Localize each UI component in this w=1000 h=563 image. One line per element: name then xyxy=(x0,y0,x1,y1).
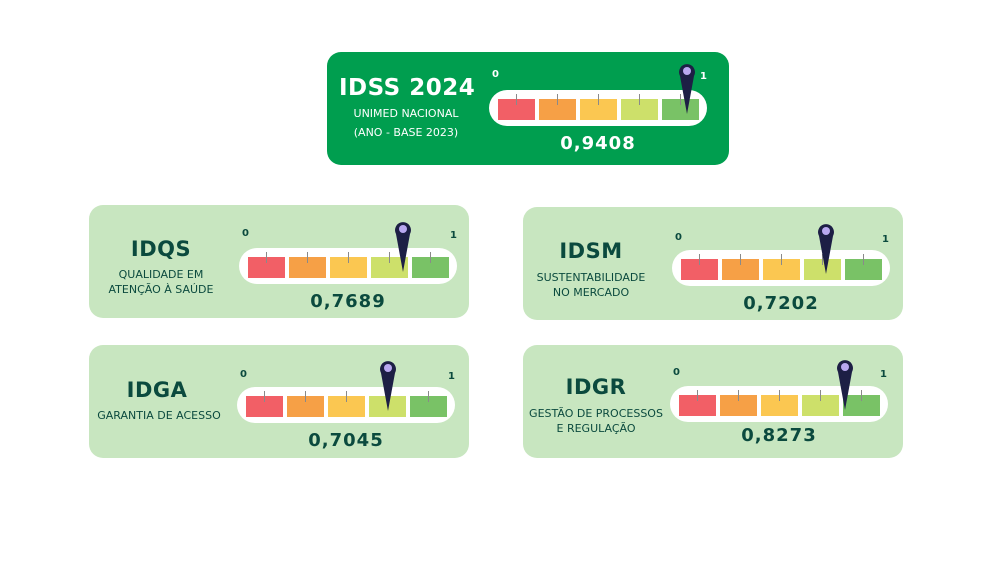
gauge-segment-green xyxy=(412,252,449,278)
idgr-card: IDGR GESTÃO DE PROCESSOS E REGULAÇÃO 0 1… xyxy=(523,345,903,458)
idss-subtitle-line1: UNIMED NACIONAL xyxy=(353,107,459,120)
scale-min-label: 0 xyxy=(242,228,249,239)
idqs-card: IDQS QUALIDADE EM ATENÇÃO À SAÚDE 0 1 0,… xyxy=(89,205,469,318)
gauge-segment-red xyxy=(681,254,718,280)
gauge-segment-orange xyxy=(289,252,326,278)
scale-min-label: 0 xyxy=(240,369,247,380)
map-pin-icon xyxy=(817,224,834,274)
scale-max-label: 1 xyxy=(880,369,887,380)
scale-max-label: 1 xyxy=(700,71,707,82)
idss-title: IDSS 2024 xyxy=(339,75,476,101)
gauge-segment-lime xyxy=(621,94,658,120)
scale-max-label: 1 xyxy=(448,371,455,382)
idqs-value: 0,7689 xyxy=(310,291,386,312)
scale-min-label: 0 xyxy=(675,232,682,243)
gauge-segment-lime xyxy=(371,252,408,278)
map-pin-icon xyxy=(679,64,696,114)
gauge-segment-green xyxy=(662,94,699,120)
gauge-segment-yellow xyxy=(761,390,798,416)
gauge-segment-red xyxy=(248,252,285,278)
gauge-segment-yellow xyxy=(328,391,365,417)
map-pin-icon xyxy=(379,361,396,411)
gauge-segment-yellow xyxy=(330,252,367,278)
idss-value: 0,9408 xyxy=(560,133,636,154)
scale-max-label: 1 xyxy=(882,234,889,245)
gauge-segment-orange xyxy=(287,391,324,417)
idqs-subtitle-line2: ATENÇÃO À SAÚDE xyxy=(108,283,214,296)
gauge-segment-lime xyxy=(802,390,839,416)
gauge-segment-red xyxy=(498,94,535,120)
idgr-subtitle-line1: GESTÃO DE PROCESSOS xyxy=(529,407,663,420)
scale-max-label: 1 xyxy=(450,230,457,241)
idqs-title: IDQS xyxy=(130,237,192,261)
gauge-segment-green xyxy=(843,390,880,416)
idsm-title: IDSM xyxy=(559,239,623,263)
scale-min-label: 0 xyxy=(673,367,680,378)
idga-title: IDGA xyxy=(126,378,188,402)
idga-value: 0,7045 xyxy=(308,430,384,451)
idsm-value: 0,7202 xyxy=(743,293,819,314)
gauge-segment-yellow xyxy=(763,254,800,280)
score-gauge xyxy=(672,224,890,286)
gauge-segment-yellow xyxy=(580,94,617,120)
gauge-segment-orange xyxy=(720,390,757,416)
idsm-subtitle-line1: SUSTENTABILIDADE xyxy=(536,271,646,284)
score-gauge xyxy=(670,360,888,422)
scale-min-label: 0 xyxy=(492,69,499,80)
idsm-subtitle-line2: NO MERCADO xyxy=(552,286,630,299)
idgr-subtitle-line2: E REGULAÇÃO xyxy=(556,422,636,435)
map-pin-icon xyxy=(837,360,854,410)
score-gauge xyxy=(239,222,457,284)
idsm-card: IDSM SUSTENTABILIDADE NO MERCADO 0 1 0,7… xyxy=(523,207,903,320)
gauge-segment-orange xyxy=(722,254,759,280)
idqs-subtitle-line1: QUALIDADE EM xyxy=(118,268,204,281)
idga-subtitle-line1: GARANTIA DE ACESSO xyxy=(97,409,221,422)
gauge-segment-green xyxy=(845,254,882,280)
idgr-title: IDGR xyxy=(565,375,627,399)
idss-subtitle-line2: (ANO - BASE 2023) xyxy=(353,126,459,139)
gauge-segment-red xyxy=(679,390,716,416)
idss-card: IDSS 2024 UNIMED NACIONAL (ANO - BASE 20… xyxy=(327,52,729,165)
idga-card: IDGA GARANTIA DE ACESSO 0 1 0,7045 xyxy=(89,345,469,458)
score-gauge xyxy=(489,64,707,126)
gauge-segment-red xyxy=(246,391,283,417)
map-pin-icon xyxy=(394,222,411,272)
gauge-segment-green xyxy=(410,391,447,417)
gauge-segment-orange xyxy=(539,94,576,120)
score-gauge xyxy=(237,361,455,423)
gauge-segment-lime xyxy=(804,254,841,280)
idgr-value: 0,8273 xyxy=(741,425,817,446)
